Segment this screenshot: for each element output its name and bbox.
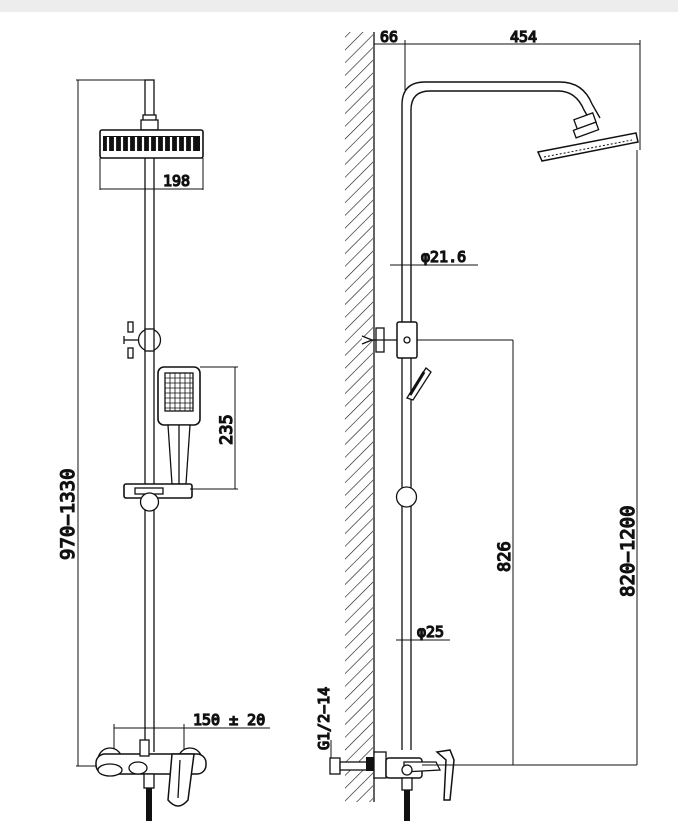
lower-pipe-label: φ25 <box>417 623 444 641</box>
upper-pipe-label: φ21.6 <box>421 248 466 266</box>
mixer-valve-front <box>95 739 207 821</box>
bracket-height-label: 826 <box>495 541 515 572</box>
thread-label: G1/2−14 <box>315 687 333 750</box>
upper-bracket-side <box>361 321 513 359</box>
top-bar <box>0 0 678 12</box>
wall-offset-label: 66 <box>380 28 398 46</box>
shower-head-front <box>99 129 204 159</box>
shower-head-side <box>536 112 639 162</box>
lower-pipe-side <box>401 358 412 750</box>
riser-arm-side <box>401 81 601 322</box>
top-dimensions <box>374 40 641 150</box>
arm-projection-label: 454 <box>510 28 537 46</box>
hand-shower-length-label: 235 <box>217 414 237 445</box>
inlet-spacing-label: 150 ± 20 <box>193 711 265 729</box>
head-riser <box>140 79 159 131</box>
slide-holder-front <box>123 483 193 512</box>
total-height-dimension <box>76 79 146 767</box>
inlet-spacing-dimension <box>113 724 270 752</box>
slide-holder-side <box>395 486 418 508</box>
head-width-dimension <box>99 158 204 190</box>
front-view: 198 <box>56 79 270 821</box>
main-pipe-front <box>144 158 155 752</box>
mixer-valve-side <box>329 749 637 821</box>
total-height-label: 970−1330 <box>57 468 79 560</box>
head-width-label: 198 <box>163 172 190 190</box>
hand-shower-dimension <box>190 366 238 490</box>
adjustable-height-label: 820−1200 <box>617 505 639 597</box>
hand-shower-side-grip <box>408 371 426 396</box>
upper-bracket-front <box>123 321 162 359</box>
hand-shower-front <box>157 366 201 485</box>
wall-hatching <box>345 32 373 802</box>
side-view: 66 454 φ21.6 <box>314 27 641 821</box>
